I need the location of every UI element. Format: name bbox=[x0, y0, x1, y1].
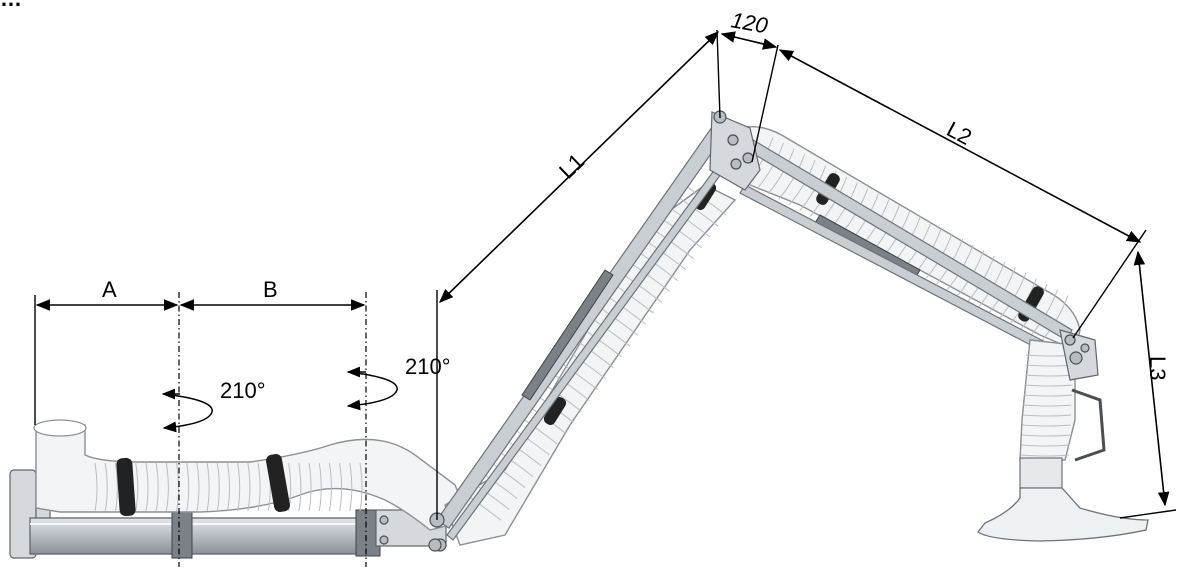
horizontal-boom bbox=[29, 509, 447, 559]
dimension-l3-label: L3 bbox=[1145, 356, 1170, 380]
hose-rib bbox=[1024, 384, 1073, 387]
hose-rib bbox=[104, 462, 108, 512]
hose-rib bbox=[1041, 295, 1069, 341]
hose-rib bbox=[145, 462, 149, 512]
hose-rib bbox=[349, 462, 353, 512]
dimension-l1-label: L1 bbox=[554, 149, 589, 184]
rotation-symbol-1 bbox=[161, 388, 213, 433]
l1-extension-line-top bbox=[716, 29, 721, 119]
hose-rib bbox=[165, 462, 169, 512]
hose-rib bbox=[237, 462, 241, 512]
hose-rib bbox=[1021, 444, 1070, 447]
hose-rib bbox=[155, 462, 159, 512]
dimension-120-line bbox=[720, 31, 778, 50]
hose-rib bbox=[247, 462, 251, 512]
hose-rib bbox=[1023, 394, 1073, 397]
hose-rib bbox=[339, 462, 343, 512]
hose-rib bbox=[94, 462, 98, 512]
hood-assembly bbox=[977, 329, 1149, 542]
hose-rib bbox=[114, 462, 118, 512]
hose-rib bbox=[1023, 404, 1072, 407]
dimension-l1-line bbox=[438, 30, 720, 304]
hose-rib bbox=[328, 462, 332, 512]
hose-rib bbox=[359, 462, 363, 512]
hose-rib bbox=[1022, 414, 1072, 417]
rotation-label-2: 210° bbox=[405, 354, 451, 379]
hose-rib bbox=[135, 462, 139, 512]
hose-rib bbox=[1021, 434, 1071, 437]
hose-rib bbox=[1020, 284, 1048, 330]
hose-rib bbox=[186, 462, 190, 512]
offset-extension-line bbox=[751, 44, 779, 163]
rotation-symbol-2 bbox=[346, 366, 398, 411]
hose-rib bbox=[318, 462, 322, 512]
hose-rib bbox=[1031, 289, 1058, 336]
hose-rib bbox=[1022, 424, 1071, 427]
dimension-120-label: 120 bbox=[729, 7, 770, 38]
hose-rib bbox=[196, 462, 200, 512]
hose-rib bbox=[298, 462, 302, 512]
l2-extension-line bbox=[1072, 229, 1147, 339]
hose-rib bbox=[1020, 454, 1070, 457]
dimension-a-label: A bbox=[102, 277, 117, 302]
title-fragment: … bbox=[0, 0, 22, 11]
dimension-l3-line bbox=[1133, 250, 1170, 507]
hose-rib bbox=[308, 462, 312, 512]
dimension-l2-line bbox=[778, 49, 1142, 243]
hose-rib bbox=[227, 462, 230, 512]
upper-arm bbox=[709, 110, 1081, 364]
hose-rib bbox=[216, 462, 220, 512]
dimension-b-label: B bbox=[263, 277, 278, 302]
lower-arm bbox=[428, 119, 747, 552]
hose-rib bbox=[206, 462, 210, 512]
hose-rib bbox=[176, 462, 180, 512]
horizontal-hose bbox=[33, 419, 471, 531]
dimension-l2-label: L2 bbox=[943, 116, 976, 150]
hose-rib bbox=[257, 462, 261, 512]
rotation-label-1: 210° bbox=[220, 378, 266, 403]
l3-extension-line bbox=[1119, 509, 1177, 519]
